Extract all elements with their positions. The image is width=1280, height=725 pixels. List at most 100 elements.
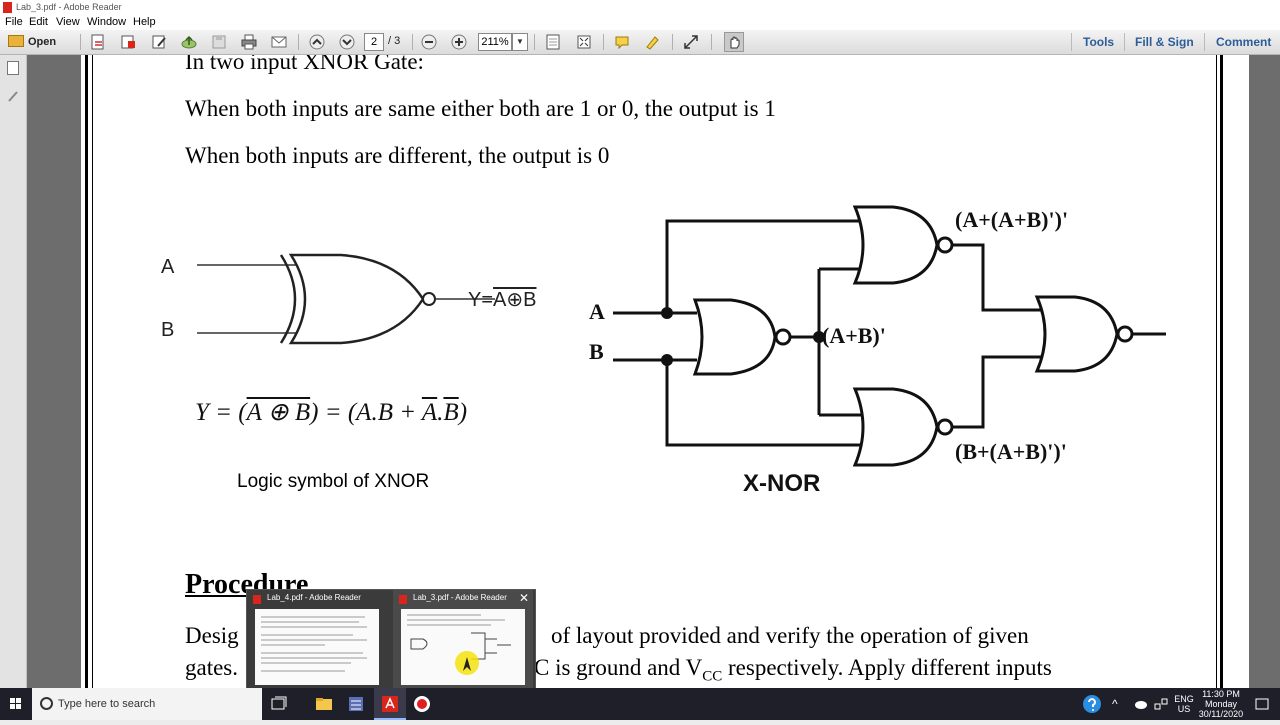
taskbar-search-box[interactable]: Type here to search [32, 688, 262, 720]
taskbar-active-app[interactable] [374, 688, 406, 720]
procedure-text-line2-tail: respectively. Apply different inputs [722, 655, 1052, 680]
network-icon[interactable] [1154, 698, 1168, 712]
highlight-icon[interactable] [643, 33, 661, 51]
menu-view[interactable]: View [56, 16, 80, 28]
symbol-output-label: Y=A⊕B [468, 287, 536, 312]
circuit-label-bottom: (B+(A+B)')' [955, 439, 1067, 464]
procedure-text-line1-end: of layout provided and verify the operat… [551, 623, 1029, 648]
start-button[interactable] [0, 688, 32, 720]
eq-xor-term: A ⊕ B [246, 399, 311, 426]
print-icon[interactable] [240, 33, 258, 51]
file-explorer-icon[interactable] [314, 694, 334, 714]
show-hidden-icons-icon[interactable]: ^ [1112, 697, 1118, 711]
pdf-icon [399, 595, 407, 604]
zoom-input[interactable]: 211% [478, 33, 512, 51]
save-icon[interactable] [210, 33, 228, 51]
zoom-dropdown-icon[interactable]: ▼ [512, 33, 528, 51]
window-title: Lab_3.pdf - Adobe Reader [16, 2, 122, 12]
open-button[interactable]: Open [8, 33, 56, 51]
eq-dot: . [437, 399, 444, 426]
circuit-label-top: (A+(A+B)')' [955, 207, 1069, 232]
eq-b-bar: B [443, 399, 459, 426]
task-view-icon[interactable] [268, 694, 288, 714]
preview-title: Lab_4.pdf - Adobe Reader [267, 593, 361, 602]
main-toolbar: Open Tools Fill & Sign Comment [0, 30, 1280, 55]
circuit-caption: X-NOR [743, 470, 821, 497]
edit-pdf-icon[interactable] [150, 33, 168, 51]
output-expression: A⊕B [493, 289, 537, 311]
toolbar-separator [412, 34, 413, 50]
clock-time: 11:30 PM [1202, 689, 1240, 699]
email-icon[interactable] [270, 33, 288, 51]
menu-help[interactable]: Help [133, 16, 156, 28]
text-line-same-inputs: When both inputs are same either both ar… [185, 96, 776, 121]
eq-lhs: Y = ( [195, 399, 247, 426]
circuit-input-b: B [589, 339, 604, 364]
vcc-subscript: CC [702, 668, 723, 685]
active-indicator [374, 718, 406, 720]
menu-bar: File Edit View Window Help [0, 15, 1280, 30]
read-mode-icon[interactable] [682, 33, 700, 51]
toolbar-separator [1071, 33, 1072, 51]
create-pdf-icon[interactable] [89, 33, 107, 51]
folder-icon [8, 35, 24, 47]
page-thumbnails-icon[interactable] [7, 61, 19, 75]
page-number-input[interactable]: 2 [364, 33, 384, 51]
notifications-icon[interactable] [1254, 696, 1270, 714]
windows-icon [10, 698, 21, 709]
toolbar-separator [711, 34, 712, 50]
adobe-reader-taskbar-icon [382, 696, 398, 712]
menu-file[interactable]: File [5, 16, 23, 28]
tools-button[interactable]: Tools [1083, 35, 1115, 49]
language-code: ENG [1174, 694, 1194, 704]
procedure-text-line1-start: Desig [185, 623, 239, 648]
sticky-note-icon[interactable] [613, 33, 631, 51]
toolbar-separator [534, 34, 535, 50]
onedrive-icon[interactable] [1134, 698, 1148, 712]
text-line-intro: In two input XNOR Gate: [185, 55, 424, 74]
preview-title: Lab_3.pdf - Adobe Reader [413, 593, 507, 602]
help-icon[interactable] [1082, 694, 1102, 714]
hand-tool-icon[interactable] [724, 32, 744, 52]
comment-button[interactable]: Comment [1216, 35, 1272, 49]
close-icon[interactable]: ✕ [518, 591, 529, 605]
page-border-left-inner [92, 55, 93, 688]
attachments-icon[interactable] [6, 89, 20, 103]
calculator-app-icon[interactable] [346, 694, 366, 714]
toolbar-separator [80, 34, 81, 50]
preview-thumb-lab3[interactable]: Lab_3.pdf - Adobe Reader ✕ [393, 590, 533, 689]
zoom-out-icon[interactable] [420, 33, 438, 51]
convert-pdf-icon[interactable] [119, 33, 137, 51]
preview-thumb-lab4[interactable]: Lab_4.pdf - Adobe Reader [247, 590, 387, 689]
screen-recorder-icon[interactable] [412, 694, 432, 714]
preview-image [255, 609, 379, 685]
procedure-text-line2-middle: C is ground and V [534, 655, 703, 680]
procedure-text-line2-end: C is ground and VCC respectively. Apply … [534, 655, 1052, 686]
eq-a-bar: A [421, 399, 438, 426]
menu-window[interactable]: Window [87, 16, 127, 28]
toolbar-separator [1204, 33, 1205, 51]
fit-page-icon[interactable] [544, 33, 562, 51]
previous-page-icon[interactable] [308, 33, 326, 51]
toolbar-separator [298, 34, 299, 50]
page-total: / 3 [388, 35, 401, 47]
window-title-bar: Lab_3.pdf - Adobe Reader [0, 0, 1280, 15]
fill-sign-button[interactable]: Fill & Sign [1135, 35, 1194, 49]
xnor-symbol-diagram [197, 253, 495, 345]
next-page-icon[interactable] [338, 33, 356, 51]
text-line-different-inputs: When both inputs are different, the outp… [185, 143, 610, 168]
cloud-upload-icon[interactable] [180, 33, 198, 51]
circuit-input-a: A [589, 299, 605, 324]
full-screen-icon[interactable] [575, 33, 593, 51]
document-view[interactable]: In two input XNOR Gate: When both inputs… [27, 55, 1280, 688]
menu-edit[interactable]: Edit [29, 16, 48, 28]
clock-day: Monday [1204, 699, 1238, 709]
zoom-in-icon[interactable] [450, 33, 468, 51]
symbol-input-a: A [161, 256, 175, 278]
page-border-right-inner [1216, 55, 1217, 688]
toolbar-separator [603, 34, 604, 50]
region-code: US [1177, 704, 1191, 714]
